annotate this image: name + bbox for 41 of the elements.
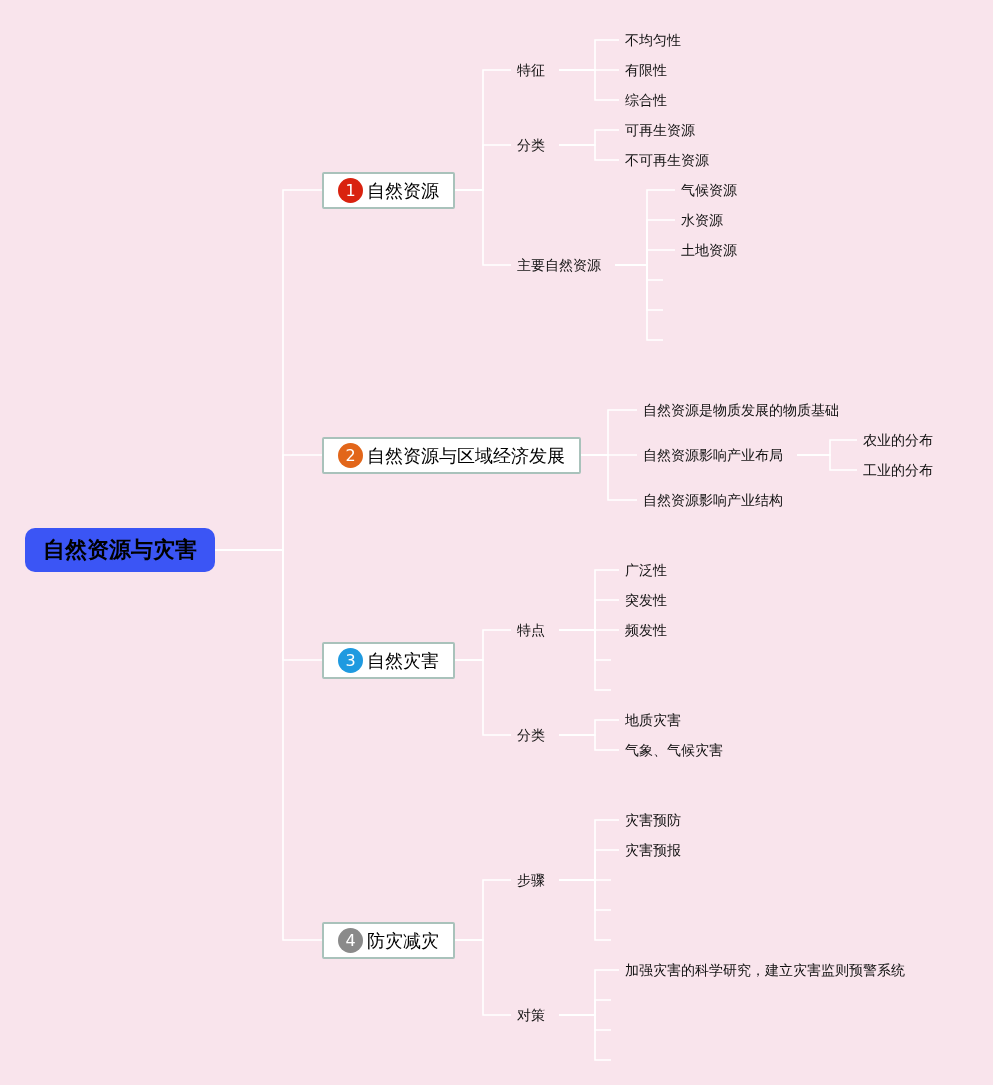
topic-label: 自然灾害	[367, 648, 439, 673]
branch-label: 工业的分布	[857, 458, 939, 482]
topic-box	[322, 641, 455, 679]
branch-label: 综合性	[619, 88, 673, 112]
branch-label: 广泛性	[619, 558, 673, 582]
branch-label: 分类	[511, 133, 551, 157]
branch-label: 加强灾害的科学研究，建立灾害监则预警系统	[619, 958, 911, 982]
branch-label: 突发性	[619, 588, 673, 612]
topic-box	[322, 921, 455, 959]
branch-label: 可再生资源	[619, 118, 701, 142]
branch-label: 特征	[511, 58, 551, 82]
branch-label: 气象、气候灾害	[619, 738, 729, 762]
branch-label: 频发性	[619, 618, 673, 642]
number-badge: 2	[338, 442, 363, 468]
branch-label: 有限性	[619, 58, 673, 82]
branch-label: 农业的分布	[857, 428, 939, 452]
branch-label: 气候资源	[675, 178, 743, 202]
branch-label: 自然资源影响产业结构	[637, 488, 789, 512]
number-badge: 4	[338, 927, 363, 953]
central-topic-box: 自然资源与灾害	[25, 528, 215, 572]
branch-label: 自然资源影响产业布局	[637, 443, 789, 467]
branch-label: 水资源	[675, 208, 729, 232]
number-badge: 1	[338, 177, 363, 203]
topic-box	[322, 436, 581, 474]
branch-label: 地质灾害	[619, 708, 687, 732]
branch-label: 步骤	[511, 868, 551, 892]
topic-label: 防灾减灾	[367, 928, 439, 953]
branch-label: 特点	[511, 618, 551, 642]
branch-label: 灾害预防	[619, 808, 687, 832]
branch-label: 土地资源	[675, 238, 743, 262]
number-badge: 3	[338, 647, 363, 673]
topic-label: 自然资源	[367, 178, 439, 203]
branch-label: 灾害预报	[619, 838, 687, 862]
branch-label: 主要自然资源	[511, 253, 607, 277]
branch-label: 不均匀性	[619, 28, 687, 52]
topic-label: 自然资源与区域经济发展	[367, 443, 565, 468]
topic-box	[322, 171, 455, 209]
branch-label: 分类	[511, 723, 551, 747]
branch-label: 对策	[511, 1003, 551, 1027]
branch-label: 自然资源是物质发展的物质基础	[637, 398, 845, 422]
branch-label: 不可再生资源	[619, 148, 715, 172]
